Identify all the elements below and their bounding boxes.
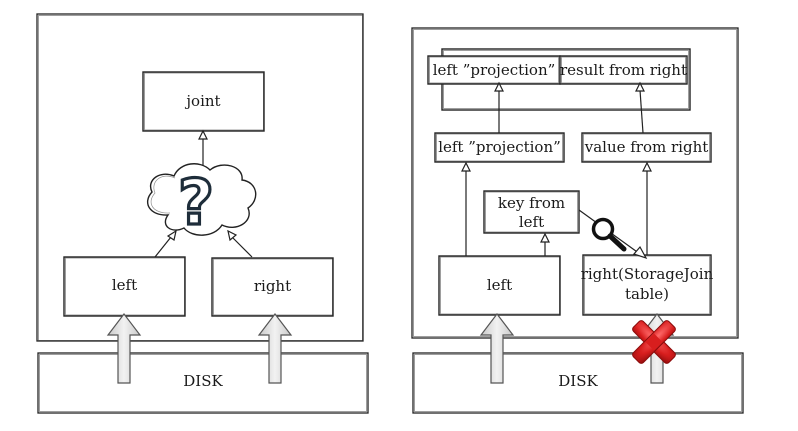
left-to-key-arrow	[540, 232, 550, 256]
value-from-right-box: value from right	[581, 132, 712, 163]
right-panel: left ”projection” result from right left…	[411, 27, 744, 414]
storage-to-value-arrow	[642, 161, 652, 255]
joint-label: joint	[184, 92, 220, 110]
cloud-icon	[147, 163, 257, 236]
right-panel-left-label: left	[487, 276, 512, 294]
right-disk-label: DISK	[558, 372, 598, 390]
key-from-left-label-line1: key from	[498, 194, 565, 212]
mid-left-projection-label: left ”projection”	[438, 138, 561, 156]
result-from-right-label: result from right	[560, 61, 687, 79]
left-label: left	[112, 276, 137, 294]
svg-text:?: ?	[178, 166, 214, 239]
storage-join-label-line2: table)	[625, 285, 669, 303]
mid-left-projection-box: left ”projection”	[434, 132, 565, 163]
left-to-cloud-arrow	[154, 229, 177, 258]
top-left-projection-label: left ”projection”	[433, 61, 556, 79]
right-panel-left-box: left	[438, 255, 561, 316]
right-box: right	[211, 257, 334, 317]
left-box: left	[63, 256, 186, 317]
right-disk-box: DISK	[412, 352, 744, 414]
storage-join-box: right(StorageJoin table)	[581, 254, 714, 316]
storage-join-label-line1: right(StorageJoin	[581, 265, 714, 283]
result-from-right-box: result from right	[559, 55, 688, 85]
left-to-mid-left-arrow	[461, 161, 471, 256]
value-from-right-label: value from right	[584, 138, 709, 156]
magnifier-icon	[591, 217, 627, 252]
right-label: right	[254, 277, 291, 295]
joint-box: joint	[142, 71, 265, 132]
disk-arrow-icon	[479, 313, 515, 384]
top-left-projection-box: left ”projection”	[427, 55, 561, 85]
disk-label: DISK	[183, 372, 223, 390]
disk-arrow-icon	[106, 313, 142, 384]
key-from-left-box: key from left	[483, 190, 580, 234]
left-panel: joint ? left	[36, 13, 369, 414]
right-to-cloud-arrow	[227, 229, 253, 258]
value-to-result-arrow	[635, 81, 645, 134]
disk-box: DISK	[37, 352, 369, 414]
disk-arrow-icon	[257, 313, 293, 384]
red-cross-icon	[632, 320, 676, 364]
key-from-left-label-line2: left	[519, 213, 544, 231]
question-mark-icon: ?	[176, 164, 215, 240]
cloud-to-joint-arrow	[198, 129, 208, 168]
mid-left-to-top-left-arrow	[494, 81, 504, 133]
